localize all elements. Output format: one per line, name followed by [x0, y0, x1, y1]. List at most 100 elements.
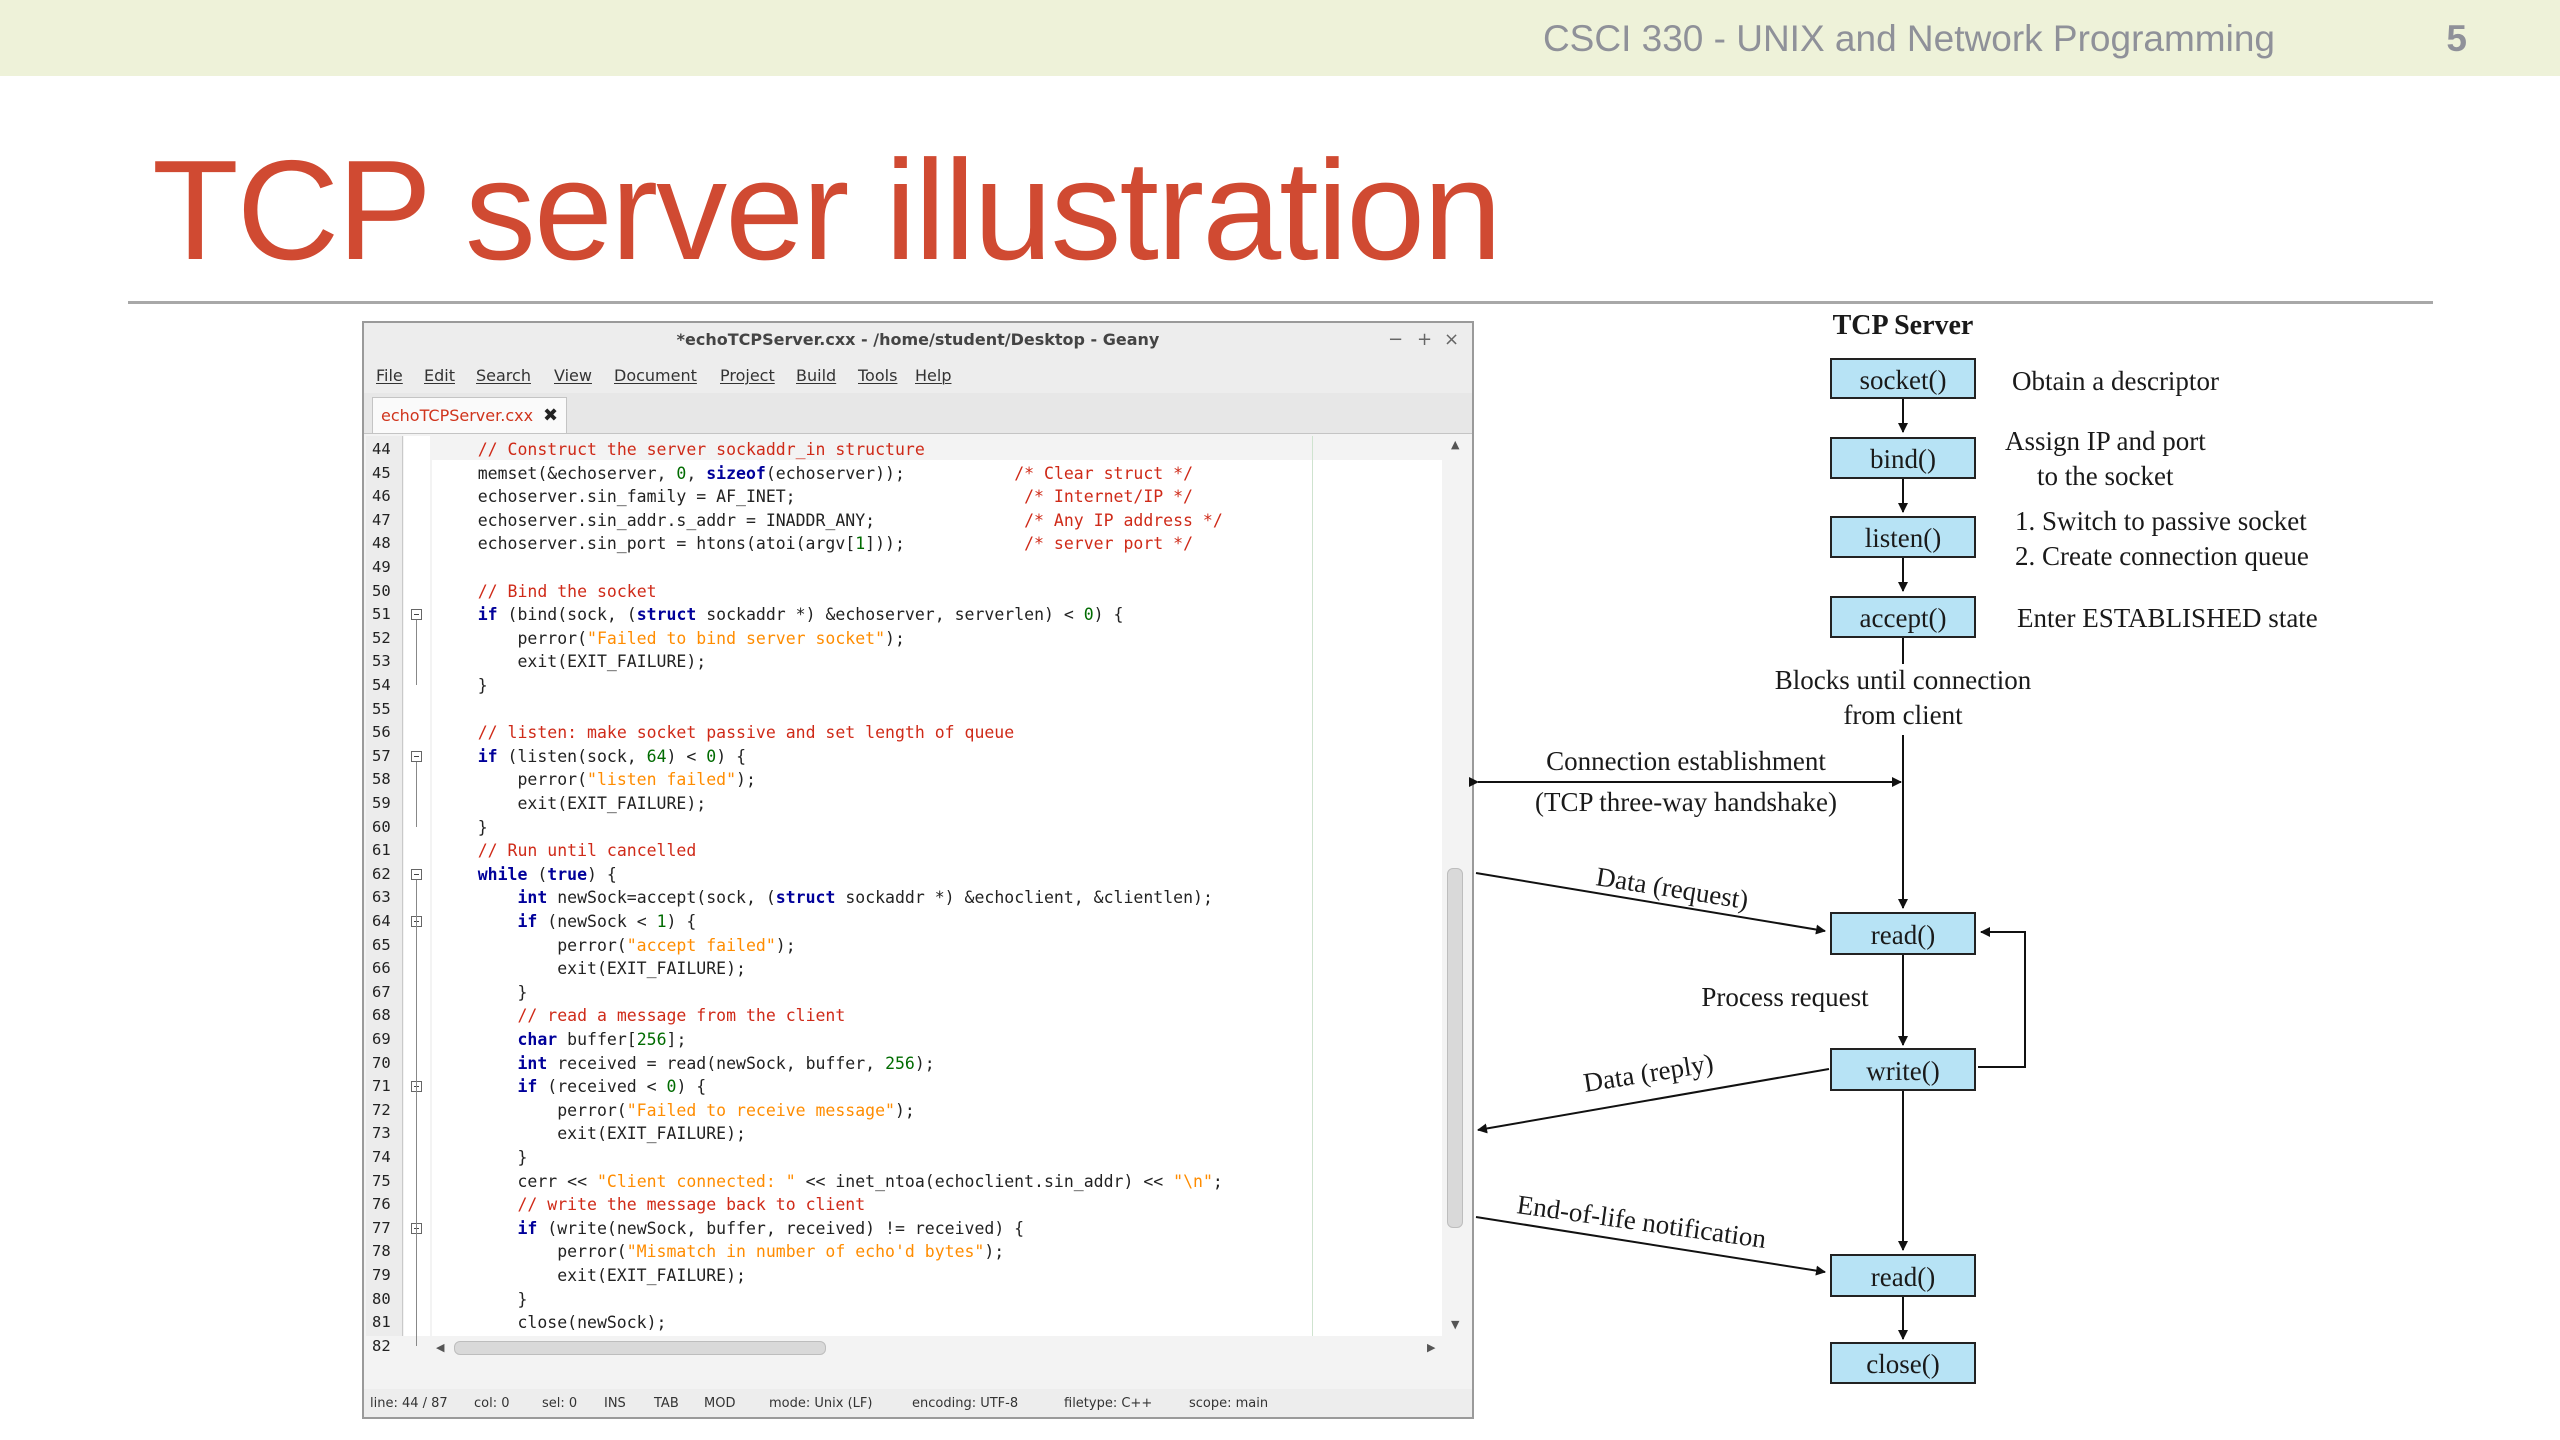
label-eol: End-of-life notification	[1515, 1189, 1768, 1254]
note-socket: Obtain a descriptor	[2012, 366, 2219, 396]
note-blocks-1: Blocks until connection	[1775, 665, 2032, 695]
tab-echotcpserver[interactable]: echoTCPServer.cxx ✖	[372, 397, 568, 433]
scroll-right-icon[interactable]: ▶	[1427, 1341, 1436, 1354]
line-number: 56	[372, 723, 391, 742]
arrow-eol	[1475, 1216, 1826, 1276]
code-line: exit(EXIT_FAILURE);	[438, 959, 746, 979]
geany-editor-window: *echoTCPServer.cxx - /home/student/Deskt…	[362, 321, 1474, 1419]
code-line: echoserver.sin_port = htons(atoi(argv[1]…	[438, 534, 1194, 554]
box-socket: socket()	[1830, 358, 1976, 399]
code-line: echoserver.sin_family = AF_INET; /* Inte…	[438, 487, 1193, 507]
code-line: if (newSock < 1) {	[517, 912, 697, 931]
menu-search[interactable]: Search	[476, 366, 531, 385]
code-area[interactable]: // Construct the server sockaddr_in stru…	[432, 436, 1442, 1356]
fold-guide	[416, 927, 417, 992]
course-title: CSCI 330 - UNIX and Network Programming	[1542, 18, 2275, 59]
line-number: 79	[372, 1266, 391, 1284]
close-window-icon[interactable]: ×	[1444, 329, 1460, 350]
fold-margin	[404, 436, 430, 1346]
scroll-up-icon[interactable]: ▲	[1451, 438, 1460, 451]
horizontal-scrollbar[interactable]: ◀ ▶	[432, 1336, 1442, 1360]
status-encoding: encoding: UTF-8	[912, 1396, 1019, 1411]
line-number: 76	[372, 1195, 391, 1214]
code-line: }	[438, 982, 528, 1002]
fold-toggle-icon[interactable]	[411, 609, 422, 621]
status-ins: INS	[604, 1396, 626, 1411]
line-number: 64	[372, 912, 391, 930]
line-number: 60	[372, 817, 391, 836]
line-number: 68	[372, 1006, 391, 1025]
code-line: // write the message back to client	[517, 1195, 866, 1215]
fold-guide	[416, 1233, 417, 1299]
code-line: }	[438, 676, 488, 695]
status-sel: sel: 0	[542, 1396, 578, 1411]
label-data-request: Data (request)	[1594, 861, 1750, 915]
fold-toggle-icon[interactable]	[411, 868, 422, 880]
menu-build[interactable]: Build	[796, 366, 837, 385]
code-line: // Run until cancelled	[477, 841, 697, 861]
slide-header-band: CSCI 330 - UNIX and Network Programming …	[0, 0, 2560, 76]
fold-toggle-icon[interactable]	[411, 750, 422, 762]
code-line: if (write(newSock, buffer, received) != …	[517, 1218, 1025, 1238]
scroll-left-icon[interactable]: ◀	[436, 1341, 445, 1354]
menu-file[interactable]: File	[376, 366, 403, 385]
status-mod: MOD	[704, 1396, 736, 1411]
line-number: 71	[372, 1077, 391, 1096]
note-bind-2: to the socket	[2037, 461, 2174, 491]
line-number: 65	[372, 935, 391, 954]
menu-edit[interactable]: Edit	[424, 366, 455, 385]
menu-document[interactable]: Document	[614, 366, 697, 385]
horizontal-scroll-thumb[interactable]	[454, 1341, 826, 1355]
vertical-scroll-thumb[interactable]	[1447, 868, 1463, 1228]
status-tab: TAB	[654, 1396, 679, 1411]
menubar: File Edit Search View Document Project B…	[364, 357, 1472, 393]
box-write-label: write()	[1866, 1056, 1939, 1086]
code-line: exit(EXIT_FAILURE);	[438, 652, 707, 672]
box-socket-label: socket()	[1860, 365, 1947, 395]
line-number: 78	[372, 1242, 391, 1261]
line-number: 72	[372, 1100, 391, 1119]
line-number: 55	[372, 699, 391, 718]
minimize-icon[interactable]: −	[1388, 329, 1404, 350]
line-number: 45	[372, 463, 391, 482]
fold-guide	[416, 1092, 417, 1157]
line-number: 69	[372, 1030, 391, 1048]
scroll-down-icon[interactable]: ▼	[1451, 1318, 1460, 1331]
box-accept-label: accept()	[1860, 603, 1947, 633]
box-close: close()	[1830, 1342, 1976, 1384]
line-number: 52	[372, 628, 391, 647]
line-number: 70	[372, 1053, 391, 1072]
code-line: }	[438, 1148, 528, 1167]
line-number: 49	[372, 558, 391, 576]
box-read-2-label: read()	[1871, 1262, 1935, 1292]
code-line: // Construct the server sockaddr_in stru…	[477, 440, 925, 459]
menu-view[interactable]: View	[554, 366, 592, 385]
status-col: col: 0	[474, 1396, 510, 1411]
line-number: 51	[372, 605, 391, 624]
status-mode: mode: Unix (LF)	[769, 1396, 873, 1411]
line-number: 53	[372, 652, 391, 671]
box-accept: accept()	[1830, 596, 1976, 638]
menu-project[interactable]: Project	[720, 366, 775, 385]
line-number: 75	[372, 1171, 391, 1190]
menu-tools[interactable]: Tools	[858, 366, 898, 385]
diagram-title: TCP Server	[1833, 310, 1974, 341]
line-number: 46	[372, 487, 391, 506]
menu-help[interactable]: Help	[915, 366, 952, 385]
page-number: 5	[2446, 18, 2467, 59]
note-listen-2: 2. Create connection queue	[2015, 541, 2309, 571]
statusbar: line: 44 / 87 col: 0 sel: 0 INS TAB MOD …	[364, 1389, 1472, 1417]
code-line: int newSock=accept(sock, (struct sockadd…	[517, 888, 1213, 908]
line-number: 48	[372, 534, 391, 553]
code-line: char buffer[256];	[517, 1030, 687, 1049]
code-line: exit(EXIT_FAILURE);	[438, 1266, 746, 1285]
code-line: perror("Failed to receive message");	[438, 1100, 915, 1120]
line-number: 50	[372, 581, 391, 600]
code-line: memset(&echoserver, 0, sizeof(echoserver…	[438, 463, 1194, 483]
line-number: 54	[372, 676, 391, 694]
maximize-icon[interactable]: +	[1417, 329, 1433, 350]
box-write: write()	[1830, 1048, 1976, 1091]
line-number: 73	[372, 1124, 391, 1143]
close-icon[interactable]: ✖	[543, 405, 559, 426]
document-tabbar: echoTCPServer.cxx ✖	[364, 393, 1472, 434]
